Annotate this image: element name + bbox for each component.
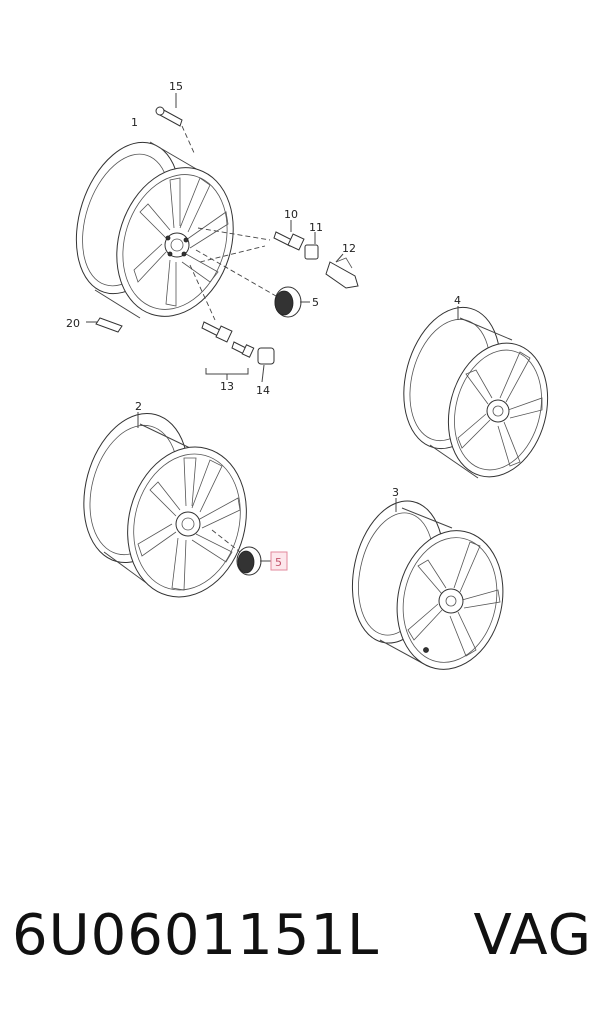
locking-bolt-set bbox=[201, 321, 255, 380]
wheel-2 bbox=[83, 412, 247, 598]
callout-5-top: 5 bbox=[312, 296, 319, 309]
lock-bolt-cap bbox=[257, 347, 275, 383]
cap-removal-tool bbox=[325, 253, 359, 289]
callout-3: 3 bbox=[392, 486, 399, 499]
callout-5-highlighted: 5 bbox=[275, 556, 282, 569]
callout-12: 12 bbox=[342, 242, 356, 255]
callout-1: 1 bbox=[131, 116, 138, 129]
center-cap-1 bbox=[274, 286, 310, 318]
callout-2: 2 bbox=[135, 400, 142, 413]
bolt-cap bbox=[304, 232, 319, 260]
callout-10: 10 bbox=[284, 208, 298, 221]
callout-15: 15 bbox=[169, 80, 183, 93]
wheel-4 bbox=[403, 306, 549, 479]
wheel-bolt bbox=[273, 220, 305, 251]
center-cap-2 bbox=[236, 546, 288, 576]
callout-11: 11 bbox=[309, 221, 323, 234]
callout-20: 20 bbox=[66, 317, 80, 330]
trim-ring-segment bbox=[86, 317, 123, 333]
highlight-box bbox=[270, 551, 288, 571]
exploded-parts-diagram: 15 1 10 11 12 5 20 13 14 4 2 3 5 bbox=[66, 80, 549, 670]
part-number: 6U0601151L bbox=[12, 902, 380, 968]
callout-13: 13 bbox=[220, 380, 234, 393]
callout-14: 14 bbox=[256, 384, 270, 397]
brand-label: VAG bbox=[473, 902, 592, 968]
wheel-3 bbox=[351, 498, 504, 670]
footer-caption: 6U0601151L VAG bbox=[12, 895, 592, 975]
wheel-1 bbox=[75, 141, 234, 319]
callout-4: 4 bbox=[454, 294, 461, 307]
valve-stem bbox=[155, 93, 196, 156]
